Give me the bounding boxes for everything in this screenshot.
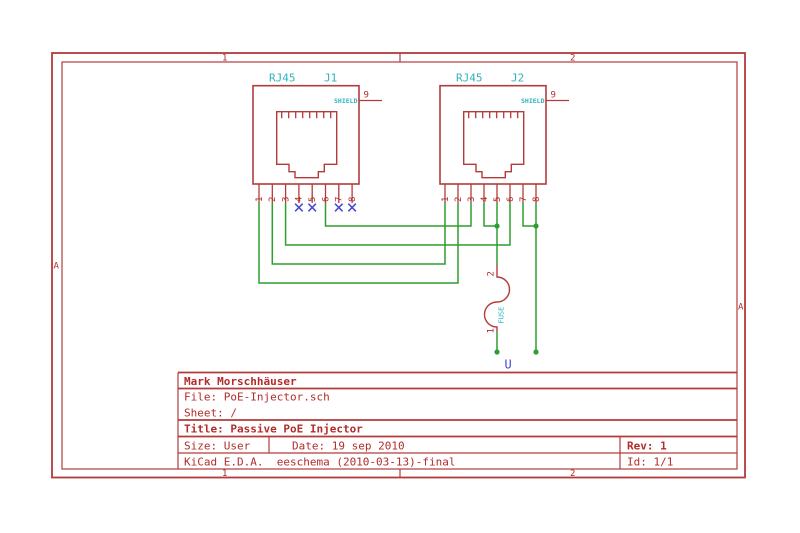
wire-end-dot — [494, 349, 500, 355]
pin-number: 8 — [348, 197, 358, 202]
junction-dot — [533, 223, 539, 229]
rj45-jack-contacts — [281, 111, 332, 119]
connector-ref[interactable]: J1 — [324, 72, 337, 85]
title-block-light-lines — [177, 372, 737, 469]
pin-number: 2 — [268, 197, 278, 202]
frame-label-left-A: A — [54, 262, 60, 272]
shield-pin-number: 9 — [551, 91, 556, 101]
title-block-sheet: Sheet: / — [184, 407, 237, 420]
pin-number: 3 — [467, 197, 477, 202]
title-block-author: Mark Morschhäuser — [184, 375, 297, 388]
frame-label-top-1: 1 — [222, 54, 227, 64]
frame-label-top-2: 2 — [570, 54, 575, 64]
fuse-value-label[interactable]: FUSE — [498, 307, 506, 324]
frame-label-right-A: A — [738, 303, 744, 313]
connector-j1[interactable]: RJ45 J1 SHIELD 9 1 2 3 4 5 6 7 8 — [252, 72, 382, 204]
pin-number: 4 — [295, 197, 305, 202]
no-connect-x-icon[interactable] — [347, 203, 357, 212]
wire-j1-3-to-j2-6[interactable] — [284, 203, 511, 246]
wire-j1-6-to-j2-3[interactable] — [324, 203, 472, 227]
pin-number: 6 — [506, 197, 516, 202]
pin-number: 6 — [321, 197, 331, 202]
frame-label-bottom-2: 2 — [570, 469, 575, 479]
title-block: Mark Morschhäuser File: PoE-Injector.sch… — [177, 371, 737, 469]
fuse-pin-number-top: 2 — [487, 271, 497, 276]
pin-number: 5 — [308, 197, 318, 202]
no-connect-marks[interactable] — [294, 203, 357, 212]
connector-type-label[interactable]: RJ45 — [269, 72, 296, 85]
pin-number: 1 — [255, 197, 265, 202]
connector-type-label[interactable]: RJ45 — [456, 72, 483, 85]
wire-j2-4-to-j2-5[interactable] — [483, 203, 497, 227]
title-block-id: Id: 1/1 — [627, 456, 673, 469]
rj45-jack-outline — [463, 111, 525, 179]
pin-number: 5 — [493, 197, 503, 202]
no-connect-x-icon[interactable] — [307, 203, 317, 212]
wire-end-dot — [533, 349, 539, 355]
connector-body[interactable] — [439, 84, 547, 185]
pin-stubs — [258, 99, 382, 203]
connector-ref[interactable]: J2 — [511, 72, 524, 85]
fuse-body[interactable] — [483, 265, 511, 332]
frame-label-bottom-1: 1 — [222, 469, 227, 479]
rj45-jack-contacts — [468, 111, 519, 119]
title-block-size: Size: User — [184, 440, 251, 453]
wire-j1-2-to-j2-1[interactable] — [271, 203, 446, 265]
rj45-jack-outline — [276, 111, 338, 179]
connector-j2[interactable]: RJ45 J2 SHIELD 9 1 2 3 4 5 6 7 8 — [439, 72, 569, 204]
pin-number: 4 — [480, 197, 490, 202]
fuse-ref-label[interactable]: U — [505, 358, 512, 372]
pin-number: 3 — [281, 197, 291, 202]
pin-stubs — [444, 99, 569, 203]
no-connect-x-icon[interactable] — [294, 203, 304, 212]
pin-number: 7 — [335, 197, 345, 202]
junction-dot — [494, 223, 500, 229]
pin-number: 7 — [519, 197, 529, 202]
pin-number: 2 — [454, 197, 464, 202]
shield-label: SHIELD — [334, 97, 358, 105]
no-connect-x-icon[interactable] — [334, 203, 344, 212]
frame-outer-border — [51, 52, 746, 479]
shield-label: SHIELD — [521, 97, 545, 105]
fuse-symbol[interactable]: 2 1 FUSE U — [483, 265, 512, 372]
wire-j2-7-to-j2-8[interactable] — [522, 203, 536, 227]
title-block-rev: Rev: 1 — [627, 440, 667, 453]
pin-number: 1 — [441, 197, 451, 202]
title-block-title: Title: Passive PoE Injector — [184, 423, 363, 436]
frame-inner-border — [61, 61, 738, 470]
title-block-generator: KiCad E.D.A. eeschema (2010-03-13)-final — [184, 456, 456, 469]
shield-pin-number: 9 — [364, 91, 369, 101]
sheet-frame: 1 2 1 2 A A — [51, 52, 746, 479]
title-block-heavy-lines — [178, 371, 737, 438]
pin-number: 8 — [532, 197, 542, 202]
connector-body[interactable] — [252, 84, 360, 185]
wire-j1-1-to-j2-2[interactable] — [258, 203, 459, 284]
wires[interactable] — [258, 203, 539, 355]
title-block-file: File: PoE-Injector.sch — [184, 391, 330, 404]
title-block-date: Date: 19 sep 2010 — [292, 440, 405, 453]
fuse-pin-number-bottom: 1 — [487, 328, 497, 333]
